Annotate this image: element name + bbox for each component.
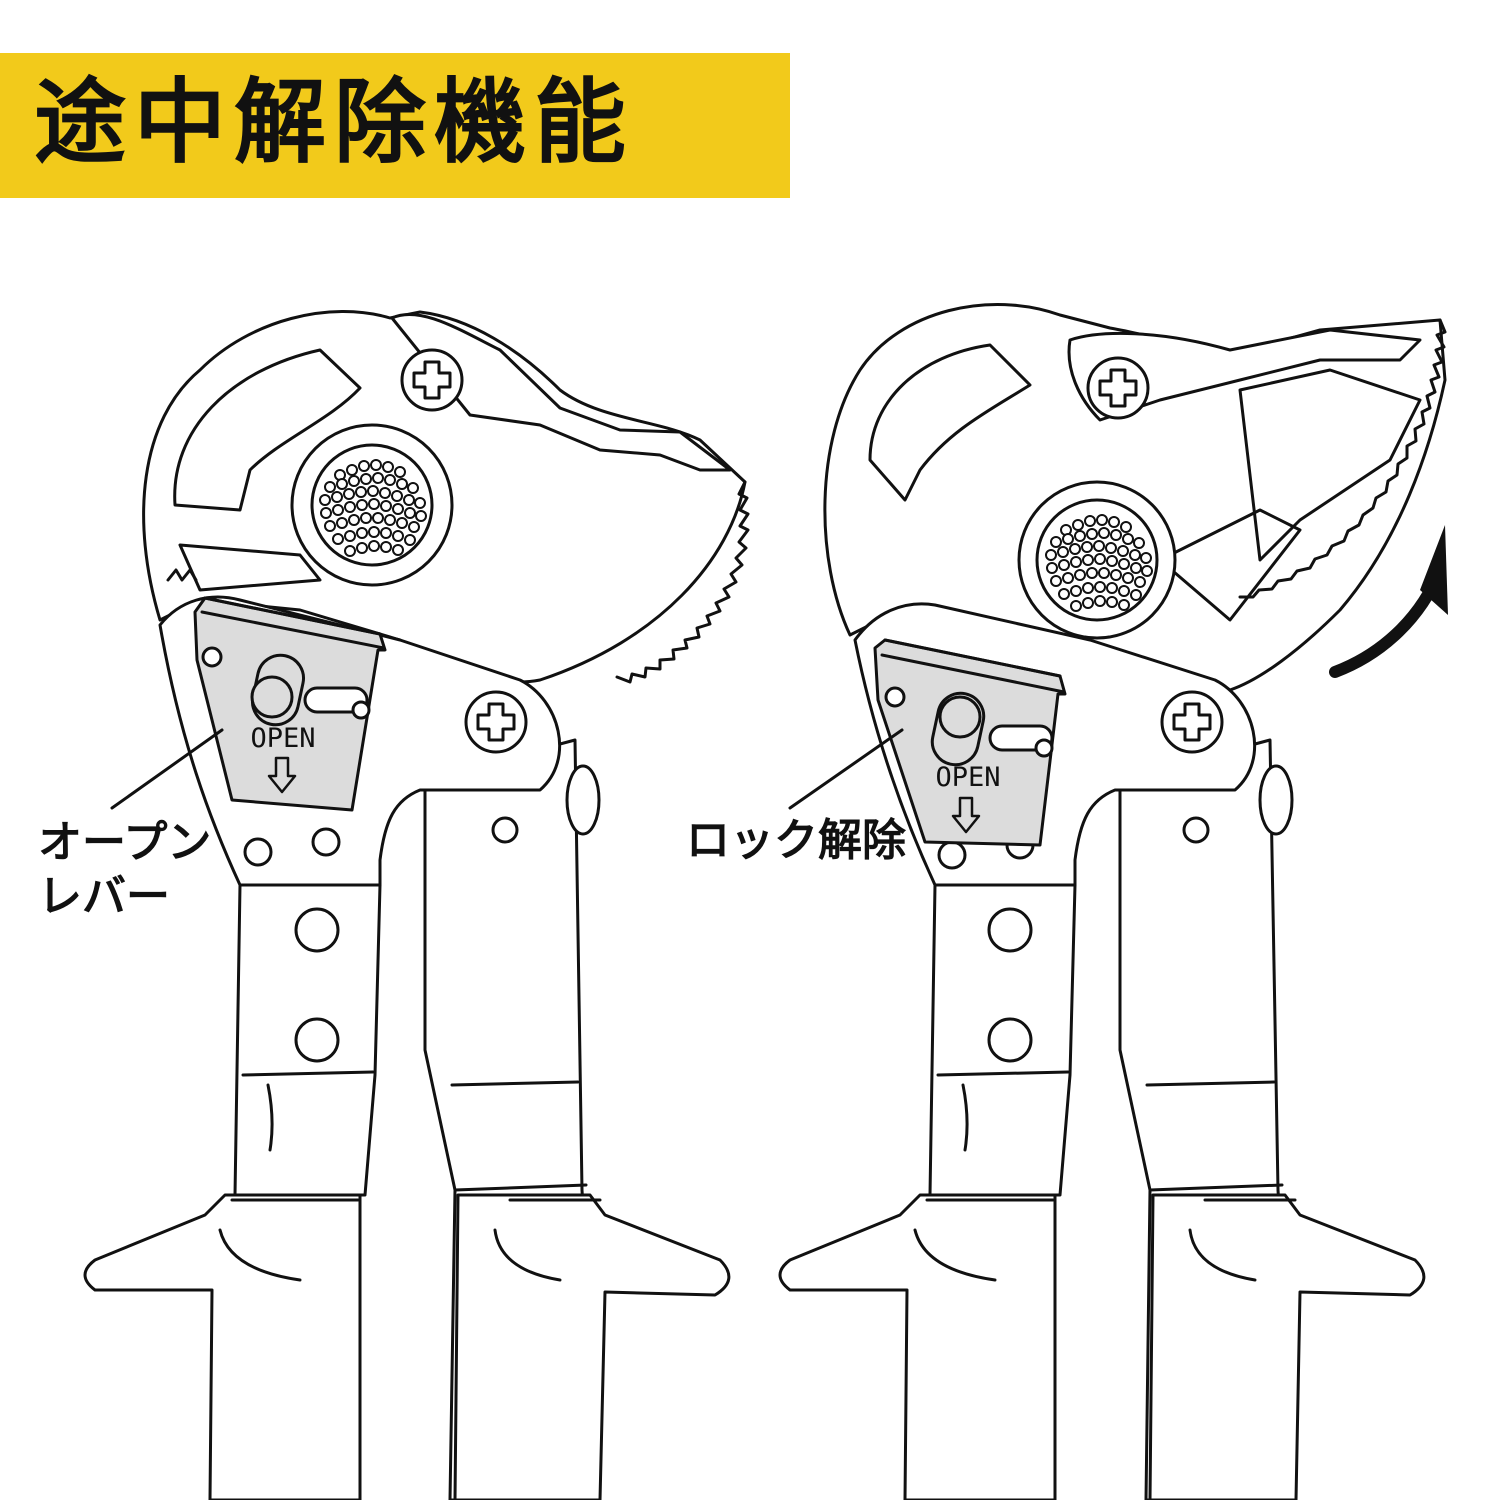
down-arrow-icon bbox=[951, 796, 981, 834]
left-lever-open-label: OPEN bbox=[250, 723, 315, 754]
banner-title: 途中解除機能 bbox=[34, 69, 635, 176]
right-front-guard bbox=[778, 1193, 1057, 1500]
right-ratchet-arm bbox=[1067, 328, 1422, 422]
left-ratchet-arm bbox=[390, 312, 732, 472]
right-cable-cutter bbox=[778, 303, 1447, 1500]
screw-icon bbox=[464, 690, 528, 754]
open-lever-callout: オープン レバー bbox=[38, 816, 211, 924]
rotation-arrow-icon bbox=[1329, 525, 1448, 678]
open-lever-callout-line1: オープン bbox=[38, 817, 212, 868]
left-callout-line bbox=[110, 728, 224, 810]
left-blade-teeth bbox=[615, 480, 750, 684]
screw-icon bbox=[400, 348, 464, 412]
screw-icon bbox=[1086, 356, 1150, 420]
right-cable-strands bbox=[1045, 514, 1153, 612]
screw-icon bbox=[1160, 690, 1224, 754]
right-lever-open-label: OPEN bbox=[935, 762, 1000, 793]
right-blade-teeth bbox=[1238, 318, 1447, 599]
title-banner: 途中解除機能 bbox=[0, 53, 790, 198]
open-lever-callout-line2: レバー bbox=[38, 871, 170, 922]
lock-release-callout: ロック解除 bbox=[686, 815, 906, 866]
right-callout-line bbox=[788, 728, 904, 810]
left-cable-strands bbox=[319, 459, 427, 557]
left-back-guard bbox=[453, 1193, 731, 1500]
left-front-guard bbox=[83, 1193, 362, 1500]
right-back-guard bbox=[1148, 1193, 1426, 1500]
left-cable-cutter bbox=[83, 310, 750, 1500]
down-arrow-icon bbox=[267, 756, 297, 794]
